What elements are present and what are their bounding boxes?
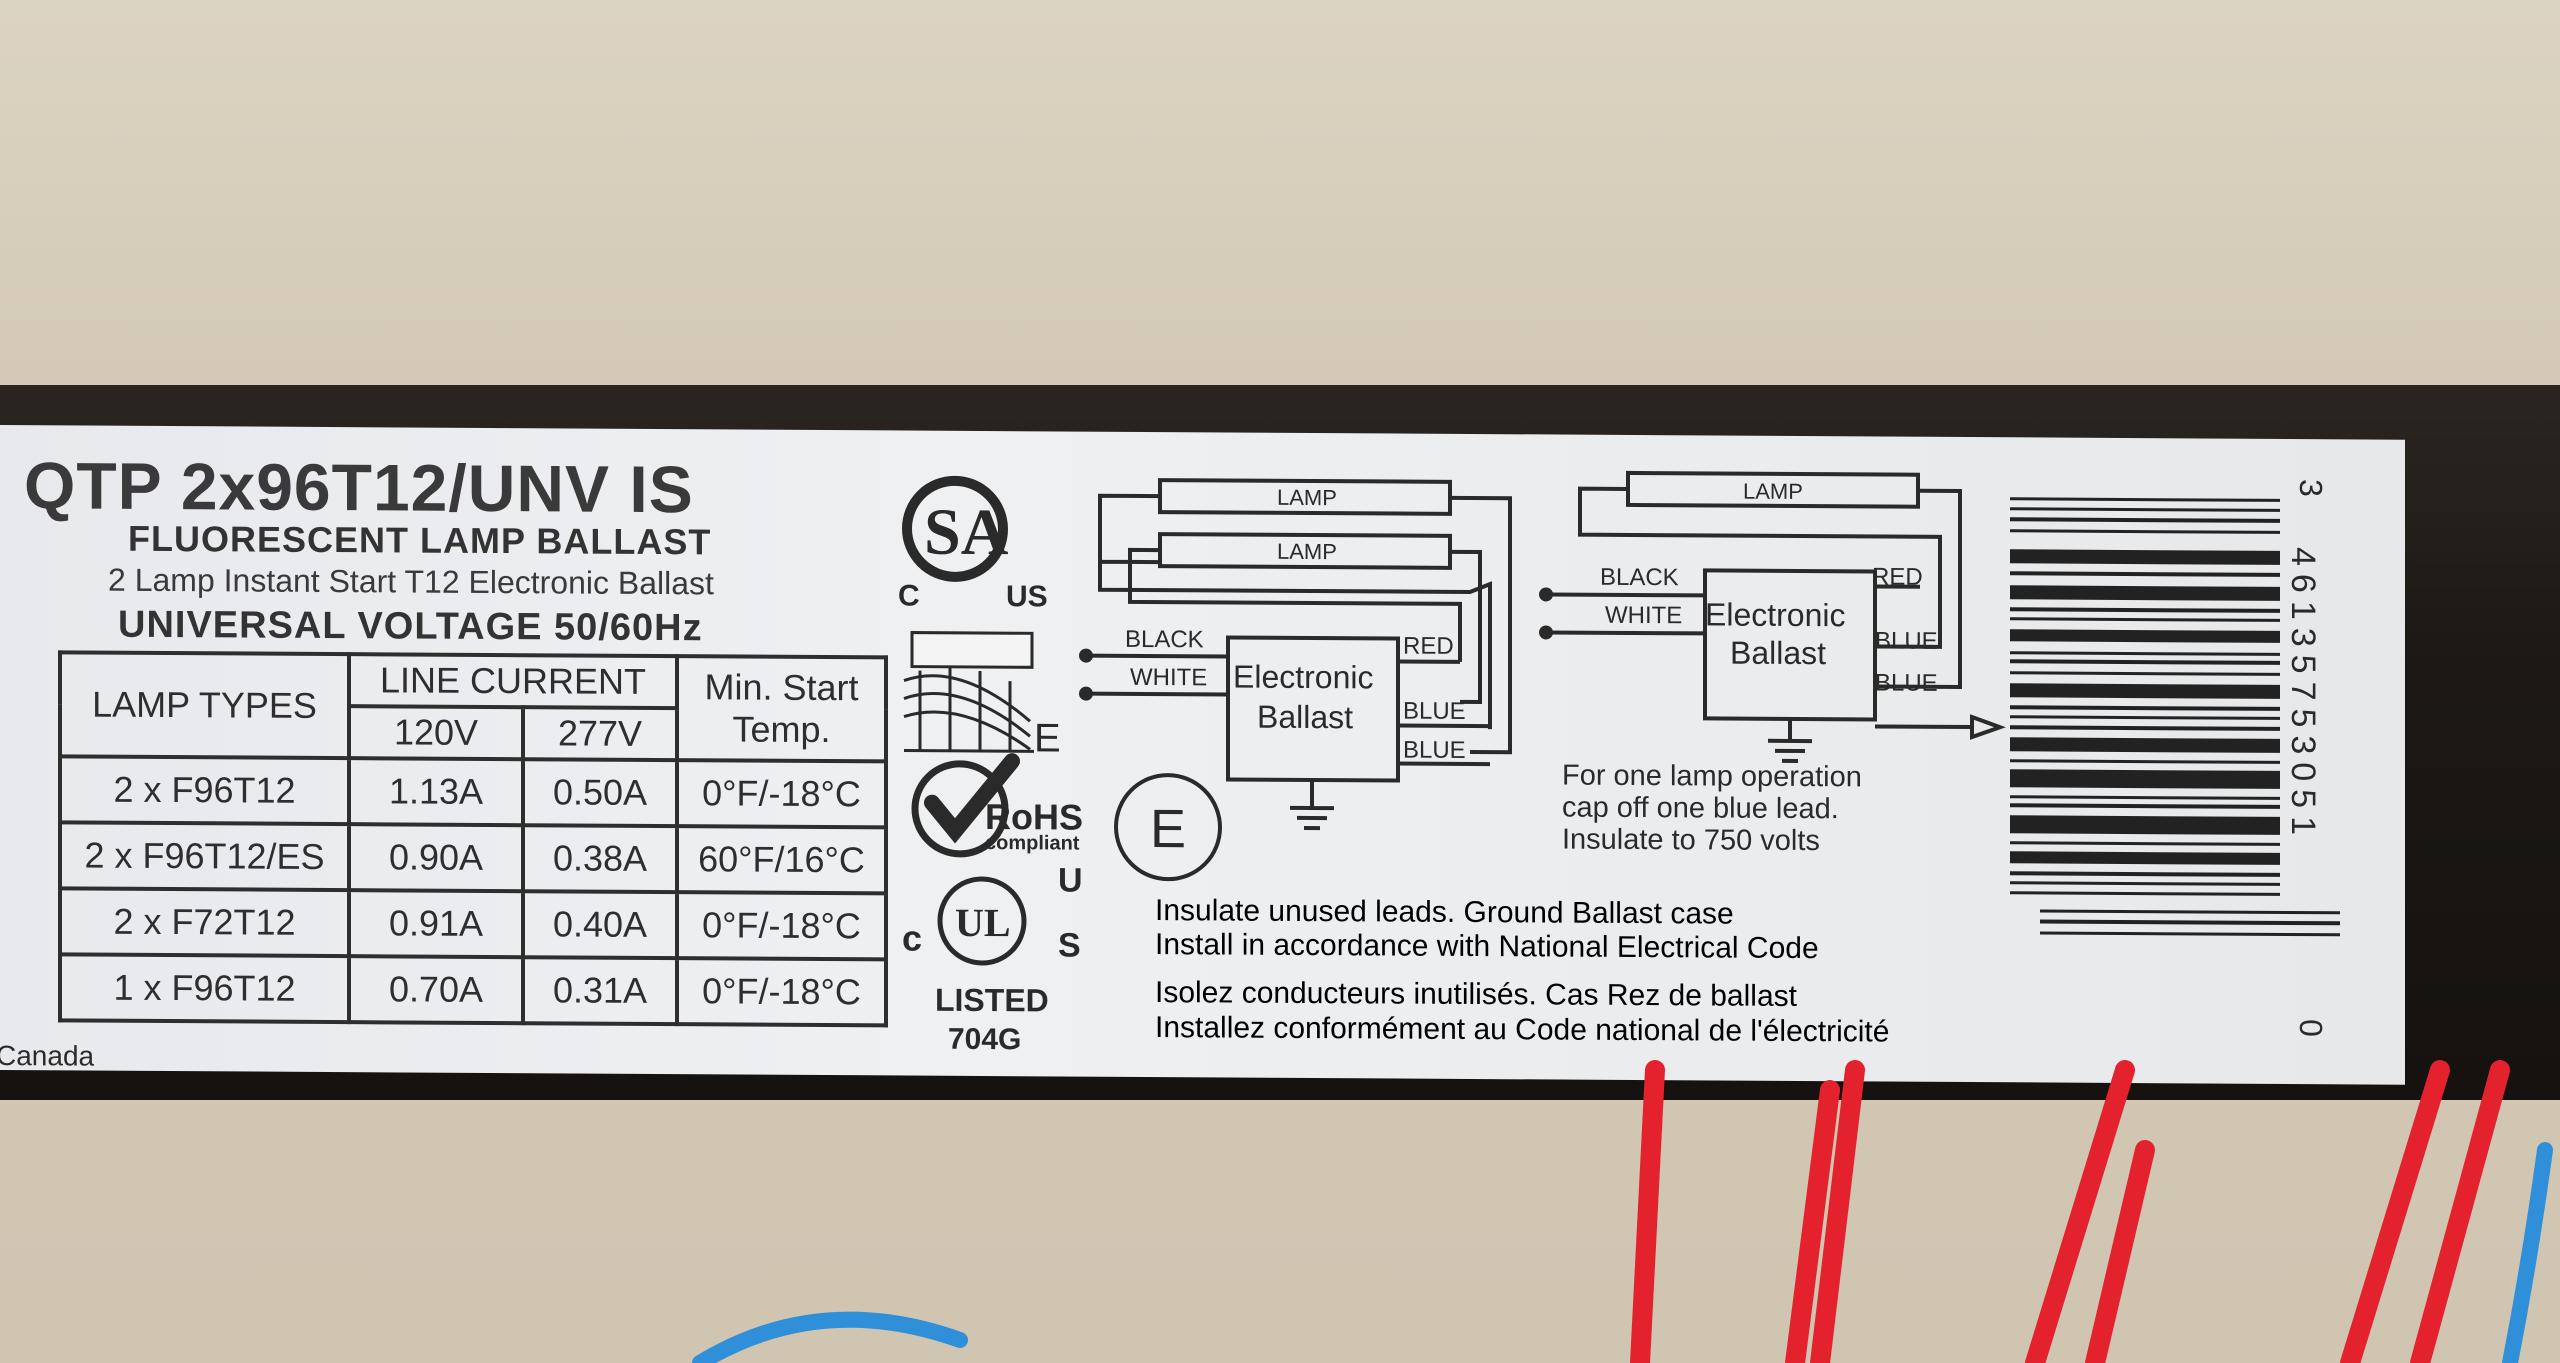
csa-letters: SA: [924, 496, 1009, 570]
right-note-3: Insulate to 750 volts: [1562, 824, 1820, 858]
note-fr-2: Installez conformément au Code national …: [1155, 1011, 1889, 1048]
upc-digits: 46135753051: [2284, 547, 2322, 843]
e-mark: E: [1150, 799, 1186, 859]
right-ballast-label-1: Electronic: [1705, 596, 1845, 633]
ballast-label: QTP 2x96T12/UNV IS FLUORESCENT LAMP BALL…: [0, 425, 2405, 1085]
wiring-diagram-right: [1548, 470, 2006, 763]
red-wire: [2085, 1140, 2155, 1363]
left-black-label: BLACK: [1125, 626, 1204, 653]
ul-c: c: [902, 918, 922, 959]
right-blue-label-1: BLUE: [1875, 627, 1938, 654]
csa-energy-e: E: [1034, 716, 1061, 760]
left-white-label: WHITE: [1130, 664, 1207, 691]
right-note-2: cap off one blue lead.: [1562, 792, 1839, 826]
red-wire: [1630, 1060, 1665, 1363]
ul-s: S: [1058, 926, 1081, 964]
note-en-2: Install in accordance with National Elec…: [1155, 928, 1819, 965]
note-fr-1: Isolez conducteurs inutilisés. Cas Rez d…: [1155, 976, 1798, 1013]
rohs-text: RoHS: [985, 796, 1083, 838]
right-ballast-label-2: Ballast: [1730, 635, 1826, 672]
ul-code: 704G: [948, 1023, 1021, 1056]
red-wire: [1785, 1080, 1840, 1363]
red-wire: [2340, 1060, 2450, 1363]
blue-wire: [692, 1311, 968, 1363]
red-wire: [1810, 1060, 1865, 1363]
left-red-label: RED: [1403, 633, 1454, 660]
red-wire: [2025, 1060, 2135, 1363]
ul-mark: UL c U S LISTED 704G: [902, 861, 1083, 1056]
note-en-1: Insulate unused leads. Ground Ballast ca…: [1155, 894, 1734, 931]
rohs-mark: RoHS compliant: [911, 753, 1083, 858]
ul-letters: UL: [955, 900, 1011, 945]
left-blue-label-1: BLUE: [1403, 698, 1466, 725]
upc-top-digit: 3: [2293, 479, 2329, 497]
blue-wire: [2502, 1142, 2553, 1363]
csa-mark: SA: [902, 475, 1009, 582]
right-note-1: For one lamp operation: [1562, 760, 1862, 794]
right-black-label: BLACK: [1600, 564, 1679, 591]
right-blue-label-2: BLUE: [1875, 669, 1938, 696]
right-white-label: WHITE: [1605, 602, 1682, 629]
wiring-diagram-left: [1088, 478, 1512, 831]
left-lamp-label-2: LAMP: [1277, 539, 1337, 564]
csa-energy-mark: [903, 631, 1034, 753]
label-graphics: SA C US E RoHS compliant E UL c: [898, 470, 2340, 1056]
barcode: [2010, 497, 2340, 937]
left-ballast-label-1: Electronic: [1233, 659, 1373, 696]
left-ballast-label-2: Ballast: [1257, 699, 1353, 736]
e-mark-circle: [1114, 773, 1222, 882]
right-red-label: RED: [1872, 563, 1923, 590]
upc-bottom-digit: 0: [2293, 1019, 2329, 1037]
ul-listed: LISTED: [935, 982, 1049, 1019]
left-lamp-label-1: LAMP: [1277, 485, 1337, 510]
csa-c: C: [898, 579, 920, 612]
right-lamp-label: LAMP: [1743, 479, 1803, 504]
rohs-sub: compliant: [985, 832, 1080, 855]
left-blue-label-2: BLUE: [1403, 737, 1466, 764]
red-wire: [2410, 1060, 2510, 1363]
ul-u: U: [1058, 861, 1083, 899]
csa-us: US: [1006, 580, 1048, 613]
